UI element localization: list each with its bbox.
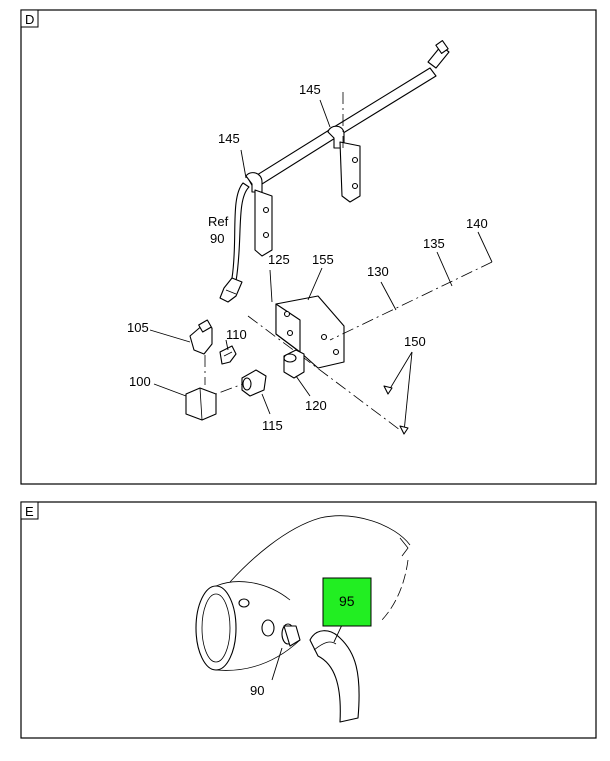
callout-105: 105 <box>127 320 149 335</box>
leader-145a <box>240 149 247 179</box>
leader-135 <box>436 251 453 287</box>
callout-150: 150 <box>404 334 426 349</box>
highlight-label-95: 95 <box>339 593 355 609</box>
leader-105 <box>149 329 191 343</box>
leader-150a <box>387 351 413 393</box>
callout-100: 100 <box>129 374 151 389</box>
fitting-90 <box>271 623 301 681</box>
block-100 <box>153 383 217 421</box>
panel-d-frame <box>20 9 597 485</box>
callout-90: 90 <box>210 231 224 246</box>
fitting-115 <box>241 369 271 415</box>
callout-135: 135 <box>423 236 445 251</box>
leader-120 <box>295 375 311 397</box>
callout-90-e: 90 <box>250 683 264 698</box>
valve-110 <box>219 339 237 365</box>
callout-145a: 145 <box>218 131 240 146</box>
leader-110 <box>225 339 229 351</box>
elbow-fitting-105 <box>149 319 213 355</box>
callout-ref: Ref <box>208 214 229 229</box>
panel-e: E 95 90 <box>20 501 597 739</box>
leader-90-e <box>271 647 283 681</box>
fuel-line <box>219 40 450 303</box>
panel-d-tag-box <box>20 9 39 28</box>
centerline-upper <box>329 261 493 341</box>
callout-145b: 145 <box>299 82 321 97</box>
leader-140 <box>477 231 493 263</box>
leader-100 <box>153 383 187 397</box>
panel-e-tag-box <box>20 501 39 520</box>
leader-150b <box>403 351 413 433</box>
clamp-right <box>319 92 361 203</box>
leader-155 <box>307 267 323 301</box>
callout-140: 140 <box>466 216 488 231</box>
spacer-120 <box>283 349 311 397</box>
callout-120: 120 <box>305 398 327 413</box>
leader-130 <box>380 281 397 311</box>
callout-110: 110 <box>226 327 247 342</box>
panel-d: D <box>20 9 597 485</box>
callout-125: 125 <box>268 252 290 267</box>
callout-130: 130 <box>367 264 389 279</box>
leader-145b <box>319 99 331 128</box>
callout-115: 115 <box>262 418 283 433</box>
centerline-lower <box>247 315 401 431</box>
callout-155: 155 <box>312 252 334 267</box>
leader-115 <box>261 393 271 415</box>
panel-d-tag: D <box>25 12 34 27</box>
clamp-left <box>240 149 273 257</box>
hose-95 <box>309 611 360 723</box>
filter-housing <box>195 515 411 671</box>
highlight-callout-95[interactable] <box>322 577 372 627</box>
leader-125 <box>269 269 273 303</box>
bracket-155 <box>275 267 345 369</box>
panel-e-tag: E <box>25 504 34 519</box>
panel-e-frame <box>20 501 597 739</box>
